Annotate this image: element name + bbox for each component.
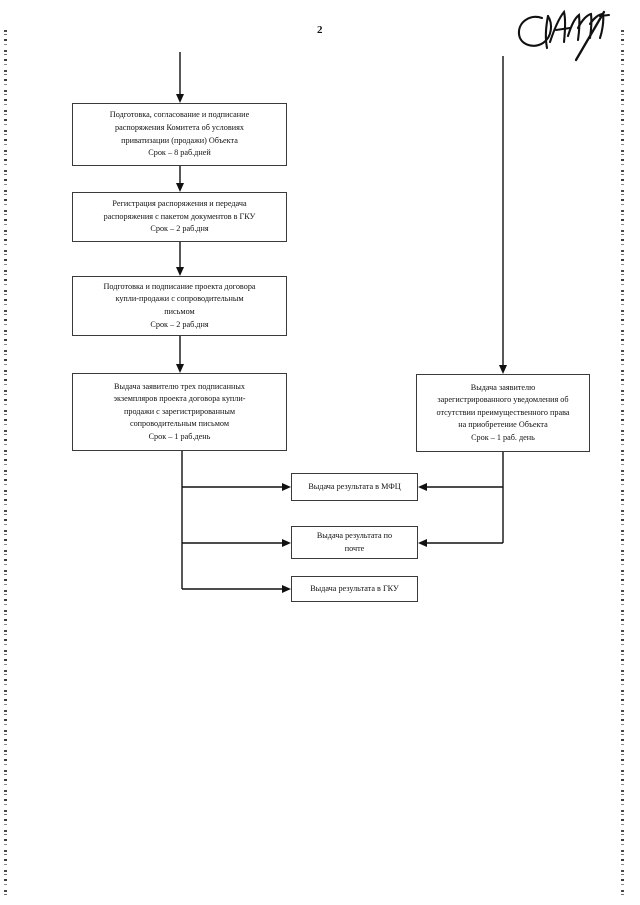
- flow-node-registration: Регистрация распоряжения и передача расп…: [72, 192, 287, 242]
- scan-edge-right-artifact: [621, 30, 624, 898]
- flow-node-result-mail-text: Выдача результата по почте: [316, 530, 393, 553]
- flow-node-result-mail: Выдача результата по почте: [291, 526, 418, 559]
- flow-node-contract-draft: Подготовка и подписание проекта договора…: [72, 276, 287, 336]
- page-number: 2: [317, 24, 323, 36]
- flow-node-result-gku-text: Выдача результата в ГКУ: [310, 583, 399, 593]
- flow-node-prep-order: Подготовка, согласование и подписание ра…: [72, 103, 287, 166]
- flow-node-registration-text: Регистрация распоряжения и передача расп…: [103, 199, 256, 234]
- flow-node-issue-notice: Выдача заявителю зарегистрированного уве…: [416, 374, 590, 452]
- handwritten-signature-icon: [512, 2, 622, 64]
- flow-node-issue-contract: Выдача заявителю трех подписанных экземп…: [72, 373, 287, 451]
- flow-node-prep-order-text: Подготовка, согласование и подписание ра…: [109, 110, 250, 158]
- flow-node-contract-draft-text: Подготовка и подписание проекта договора…: [103, 281, 256, 329]
- flow-node-result-mfc-text: Выдача результата в МФЦ: [308, 481, 401, 491]
- flow-node-result-gku: Выдача результата в ГКУ: [291, 576, 418, 602]
- flow-node-issue-notice-text: Выдача заявителю зарегистрированного уве…: [436, 382, 570, 442]
- flow-node-result-mfc: Выдача результата в МФЦ: [291, 473, 418, 501]
- scan-edge-left-artifact: [4, 30, 7, 898]
- flow-node-issue-contract-text: Выдача заявителю трех подписанных экземп…: [113, 381, 246, 441]
